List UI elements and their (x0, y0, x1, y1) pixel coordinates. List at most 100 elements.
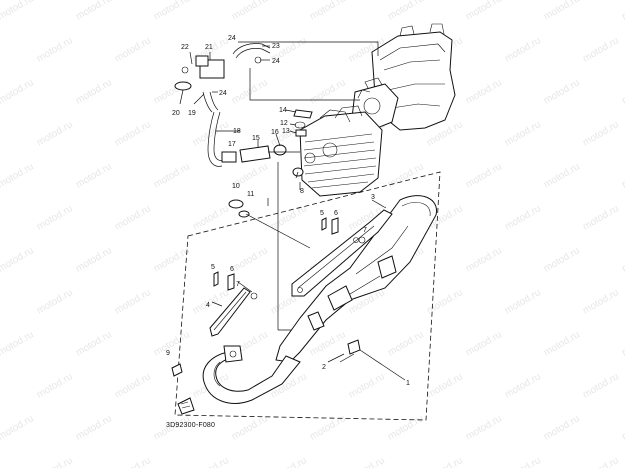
callout-21: 21 (205, 44, 213, 51)
watermark-text: motod.ru (0, 413, 36, 442)
watermark-text: motod.ru (503, 371, 543, 400)
watermark-text: motod.ru (464, 0, 504, 23)
watermark-text: motod.ru (464, 161, 504, 190)
watermark-text: motod.ru (113, 371, 153, 400)
watermark-text: motod.ru (425, 371, 465, 400)
watermark-text: motod.ru (152, 161, 192, 190)
cylinder-head-illustration (299, 105, 383, 197)
watermark-text: motod.ru (542, 161, 582, 190)
bolts-collars (171, 217, 366, 377)
watermark-text: motod.ru (503, 119, 543, 148)
watermark-text: motod.ru (581, 371, 621, 400)
watermark-text: motod.ru (503, 455, 543, 468)
exhaust-assembly-frame (174, 171, 441, 421)
watermark-text: motod.ru (35, 455, 75, 468)
watermark-text: motod.ru (581, 203, 621, 232)
watermark-text: motod.ru (542, 245, 582, 274)
watermark-text: motod.ru (425, 455, 465, 468)
watermark-text: motod.ru (230, 245, 270, 274)
callout-11: 11 (247, 191, 254, 198)
callout-17: 17 (228, 141, 236, 148)
watermark-text: motod.ru (542, 329, 582, 358)
watermark-text: motod.ru (620, 329, 625, 358)
watermark-text: motod.ru (74, 161, 114, 190)
watermark-text: motod.ru (464, 245, 504, 274)
watermark-text: motod.ru (464, 77, 504, 106)
callout-19: 19 (188, 110, 196, 117)
watermark-text: motod.ru (74, 413, 114, 442)
air-induction-hose (174, 43, 300, 167)
callout-6a: 6 (230, 266, 234, 273)
watermark-text: motod.ru (230, 413, 270, 442)
callout-4: 4 (206, 302, 210, 309)
exhaust-pipe-illustration (202, 345, 301, 404)
watermark-text: motod.ru (35, 35, 75, 64)
watermark-text: motod.ru (191, 203, 231, 232)
watermark-text: motod.ru (503, 203, 543, 232)
leader-lines (179, 45, 406, 381)
front-arrow-icon (177, 397, 195, 415)
watermark-text: motod.ru (581, 119, 621, 148)
callout-10: 10 (232, 183, 240, 190)
watermark-text: motod.ru (581, 287, 621, 316)
watermark-text: motod.ru (542, 413, 582, 442)
callout-24b: 24 (272, 58, 280, 65)
watermark-text: motod.ru (425, 287, 465, 316)
callout-7a: 7 (236, 281, 240, 288)
callout-24a: 24 (228, 35, 236, 42)
watermark-text: motod.ru (620, 413, 625, 442)
watermark-text: motod.ru (347, 455, 387, 468)
callout-6b: 6 (334, 210, 338, 217)
callout-7b: 7 (363, 227, 367, 234)
watermark-text: motod.ru (620, 0, 625, 23)
watermark-text: motod.ru (464, 329, 504, 358)
callout-3: 3 (371, 194, 375, 201)
callout-23: 23 (272, 43, 280, 50)
diagram-code: 3D92300-F080 (166, 422, 215, 429)
callout-12: 12 (280, 120, 288, 127)
watermark-text: motod.ru (0, 245, 36, 274)
watermark-text: motod.ru (74, 0, 114, 23)
callout-16: 16 (271, 129, 279, 136)
callout-labels: 1 2 3 4 5 5 6 6 7 7 8 9 10 11 12 13 14 1… (166, 35, 410, 387)
watermark-text: motod.ru (152, 0, 192, 23)
callout-22: 22 (181, 44, 189, 51)
callout-20: 20 (172, 110, 180, 117)
heat-shield-upper (291, 209, 393, 297)
watermark-text: motod.ru (269, 203, 309, 232)
small-fasteners (228, 109, 313, 218)
watermark-text: motod.ru (191, 455, 231, 468)
callout-9: 9 (166, 350, 170, 357)
heat-shield-lower (209, 287, 251, 337)
watermark-text: motod.ru (113, 119, 153, 148)
watermark-text: motod.ru (386, 0, 426, 23)
watermark-text: motod.ru (386, 413, 426, 442)
watermark-text: motod.ru (581, 455, 621, 468)
watermark-text: motod.ru (503, 35, 543, 64)
watermark-text: motod.ru (35, 119, 75, 148)
callout-13: 13 (282, 128, 290, 135)
callout-8: 8 (300, 188, 304, 195)
watermark-text: motod.ru (347, 371, 387, 400)
watermark-text: motod.ru (620, 245, 625, 274)
watermark-text: motod.ru (113, 35, 153, 64)
watermark-text: motod.ru (35, 371, 75, 400)
watermark-text: motod.ru (35, 287, 75, 316)
callout-18: 18 (233, 128, 241, 135)
watermark-text: motod.ru (74, 329, 114, 358)
muffler-illustration (275, 195, 437, 363)
watermark-text: motod.ru (74, 245, 114, 274)
watermark-text: motod.ru (113, 455, 153, 468)
watermark-text: motod.ru (0, 161, 36, 190)
watermark-text: motod.ru (542, 77, 582, 106)
watermark-text: motod.ru (0, 329, 36, 358)
watermark-text: motod.ru (308, 77, 348, 106)
watermark-text: motod.ru (269, 455, 309, 468)
watermark-text: motod.ru (74, 77, 114, 106)
watermark-text: motod.ru (152, 329, 192, 358)
watermark-text: motod.ru (581, 35, 621, 64)
watermark-text: motod.ru (113, 203, 153, 232)
watermark-text: motod.ru (308, 0, 348, 23)
